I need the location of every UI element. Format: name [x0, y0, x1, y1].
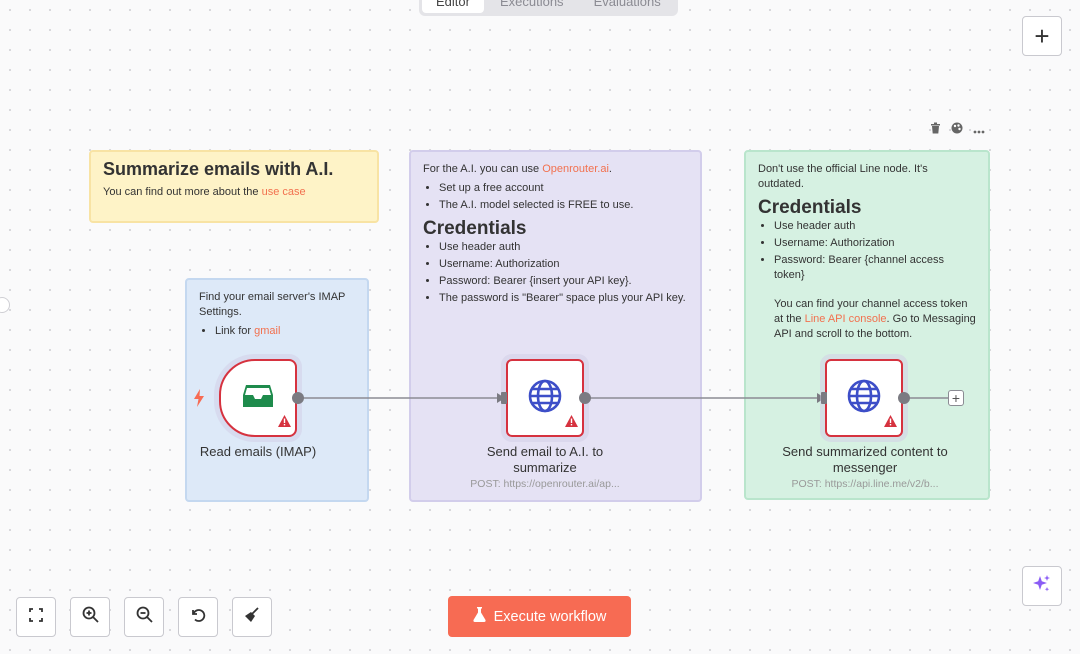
credentials-heading: Credentials	[423, 218, 527, 239]
list-item: Username: Authorization	[774, 236, 976, 251]
execute-label: Execute workflow	[493, 608, 607, 625]
warning-icon	[884, 414, 897, 432]
warning-icon	[278, 414, 291, 432]
node-subtitle: POST: https://openrouter.ai/ap...	[470, 478, 620, 490]
sticky-note-line[interactable]: Don't use the official Line node. It's o…	[744, 150, 990, 500]
tidy-up-button[interactable]	[232, 597, 272, 637]
sparkle-icon	[1032, 574, 1052, 599]
globe-icon	[847, 379, 881, 418]
fit-view-icon	[29, 607, 43, 627]
node-send-email-ai[interactable]	[506, 359, 584, 437]
add-node-button[interactable]: +	[1022, 16, 1062, 56]
add-next-node-button[interactable]: +	[948, 390, 964, 406]
undo-icon	[190, 607, 206, 628]
output-port[interactable]	[579, 392, 591, 404]
credentials-heading: Credentials	[758, 197, 862, 218]
sticky-note-title[interactable]: Summarize emails with A.I. You can find …	[89, 150, 379, 223]
line-console-link[interactable]: Line API console	[804, 313, 887, 325]
ai-assistant-button[interactable]	[1022, 566, 1062, 606]
zoom-in-button[interactable]	[70, 597, 110, 637]
sticky-toolbar	[930, 122, 985, 137]
zoom-in-icon	[82, 606, 99, 628]
tab-executions[interactable]: Executions	[499, 0, 564, 9]
gmail-link[interactable]: gmail	[254, 325, 281, 337]
fit-view-button[interactable]	[16, 597, 56, 637]
sticky-note-imap[interactable]: Find your email server's IMAP Settings. …	[185, 278, 369, 502]
output-port[interactable]	[898, 392, 910, 404]
list-item: Set up a free account	[439, 181, 688, 196]
note-text: You can find out more about the use case	[103, 186, 306, 198]
tab-editor[interactable]: Editor	[422, 0, 484, 13]
note-intro: For the A.I. you can use Openrouter.ai.	[423, 163, 612, 175]
node-label: Send summarized content to messenger	[782, 444, 948, 475]
zoom-out-button[interactable]	[124, 597, 164, 637]
palette-icon[interactable]	[951, 122, 963, 137]
node-subtitle: POST: https://api.line.me/v2/b...	[791, 478, 939, 490]
note-intro: Don't use the official Line node. It's o…	[758, 163, 928, 190]
tab-evaluations[interactable]: Evaluations	[593, 0, 661, 9]
use-case-link[interactable]: use case	[261, 186, 306, 198]
list-item: The A.I. model selected is FREE to use.	[439, 198, 688, 213]
list-item: Link for gmail	[215, 324, 355, 339]
list-item: Password: Bearer {insert your API key}.	[439, 274, 688, 289]
sticky-note-openrouter[interactable]: For the A.I. you can use Openrouter.ai. …	[409, 150, 702, 502]
node-read-emails[interactable]	[219, 359, 297, 437]
node-send-messenger[interactable]	[825, 359, 903, 437]
sidebar-handle[interactable]	[0, 297, 10, 313]
warning-icon	[565, 414, 578, 432]
undo-button[interactable]	[178, 597, 218, 637]
trash-icon[interactable]	[930, 122, 941, 137]
broom-icon	[244, 606, 260, 628]
execute-workflow-button[interactable]: Execute workflow	[448, 596, 631, 637]
openrouter-link[interactable]: Openrouter.ai	[542, 163, 609, 175]
note-text: Find your email server's IMAP Settings.	[199, 291, 346, 318]
zoom-out-icon	[136, 606, 153, 628]
list-item: Password: Bearer {channel access token}	[774, 253, 976, 283]
output-port[interactable]	[292, 392, 304, 404]
workflow-title: Summarize emails with A.I.	[103, 159, 334, 179]
input-port[interactable]	[821, 392, 827, 404]
list-item: Use header auth	[439, 240, 688, 255]
node-label: Read emails (IMAP)	[199, 444, 317, 459]
more-icon[interactable]	[973, 123, 985, 137]
view-tabs: Editor Executions Evaluations	[419, 0, 678, 16]
list-item: Username: Authorization	[439, 257, 688, 272]
note-extra: You can find your channel access token a…	[774, 298, 976, 340]
list-item: The password is "Bearer" space plus your…	[439, 291, 688, 306]
globe-icon	[528, 379, 562, 418]
list-item: Use header auth	[774, 219, 976, 234]
input-port[interactable]	[501, 392, 507, 404]
trigger-bolt-icon	[193, 389, 205, 412]
flask-icon	[472, 607, 486, 626]
node-label: Send email to A.I. to summarize	[486, 444, 604, 475]
inbox-icon	[242, 383, 274, 414]
